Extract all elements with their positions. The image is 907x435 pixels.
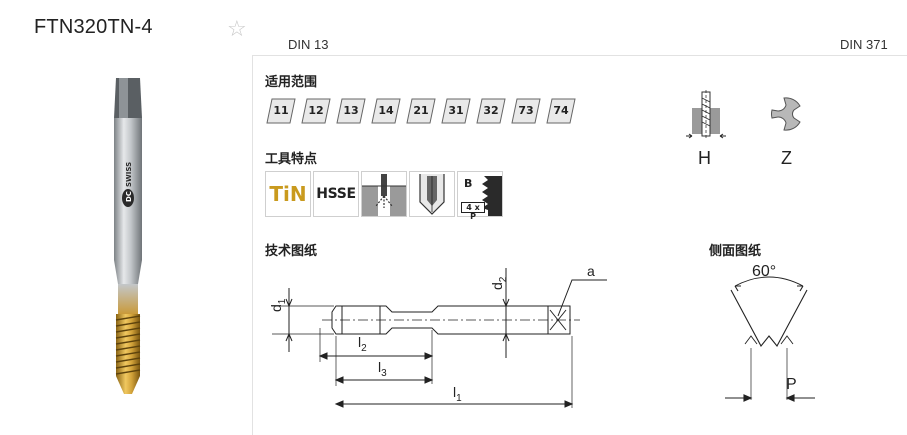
coolant-icon [361, 171, 407, 217]
through-hole-icon [686, 90, 726, 140]
technical-drawing [272, 268, 607, 408]
application-code-badge: 73 [511, 98, 541, 124]
application-code-badge: 13 [336, 98, 366, 124]
application-code-badge: 12 [301, 98, 331, 124]
dim-l1-label: l1 [453, 384, 462, 404]
thread-profile-drawing [725, 276, 815, 402]
chamfer-form-label: B [464, 177, 473, 190]
product-image-panel: DC SWISS [0, 56, 253, 435]
svg-text:DC: DC [125, 191, 133, 202]
dim-a-label: a [587, 263, 595, 279]
thread-angle-label: 60° [752, 263, 777, 280]
chamfer-length-label: 4 x P [461, 202, 485, 221]
tin-coating-label: TiN [269, 182, 307, 206]
dim-l2-label: l2 [358, 334, 367, 354]
header-divider [252, 55, 907, 56]
favorite-star-icon[interactable]: ☆ [227, 16, 247, 41]
dim-l3-label: l3 [378, 359, 387, 379]
chamfer-form-icon: B 4 x P [457, 171, 503, 221]
application-code-badge: 21 [406, 98, 436, 124]
technical-drawing-heading: 技术图纸 [265, 243, 318, 258]
hole-type-letter-h: H [698, 148, 711, 168]
dim-d1-label: d1 [268, 298, 288, 312]
application-code-badge: 32 [476, 98, 506, 124]
header: FTN320TN-4 ☆ DIN 13 DIN 371 [0, 0, 907, 56]
standard-din-371: DIN 371 [840, 37, 888, 52]
blind-hole-icon [409, 171, 455, 217]
application-code-badge: 74 [546, 98, 576, 124]
standard-din-13: DIN 13 [288, 37, 329, 52]
tool-features-heading: 工具特点 [265, 151, 318, 166]
hole-type-icons [686, 90, 801, 140]
application-range-heading: 适用范围 [265, 74, 318, 89]
tin-coating-icon: TiN [265, 171, 311, 217]
hsse-material-label: HSSE [316, 186, 356, 202]
product-title: FTN320TN-4 [34, 16, 153, 38]
side-view-heading: 侧面图纸 [709, 243, 762, 258]
svg-text:SWISS: SWISS [125, 162, 133, 187]
flute-section-icon [770, 97, 801, 131]
application-code-badge: 31 [441, 98, 471, 124]
hole-type-letter-z: Z [781, 148, 792, 168]
application-code-badge: 14 [371, 98, 401, 124]
tap-tool-image: DC SWISS [114, 78, 142, 394]
dim-d2-label: d2 [489, 276, 509, 290]
hsse-material-icon: HSSE [313, 171, 359, 217]
thread-pitch-label: P [786, 376, 797, 393]
application-code-badge: 11 [266, 98, 296, 124]
